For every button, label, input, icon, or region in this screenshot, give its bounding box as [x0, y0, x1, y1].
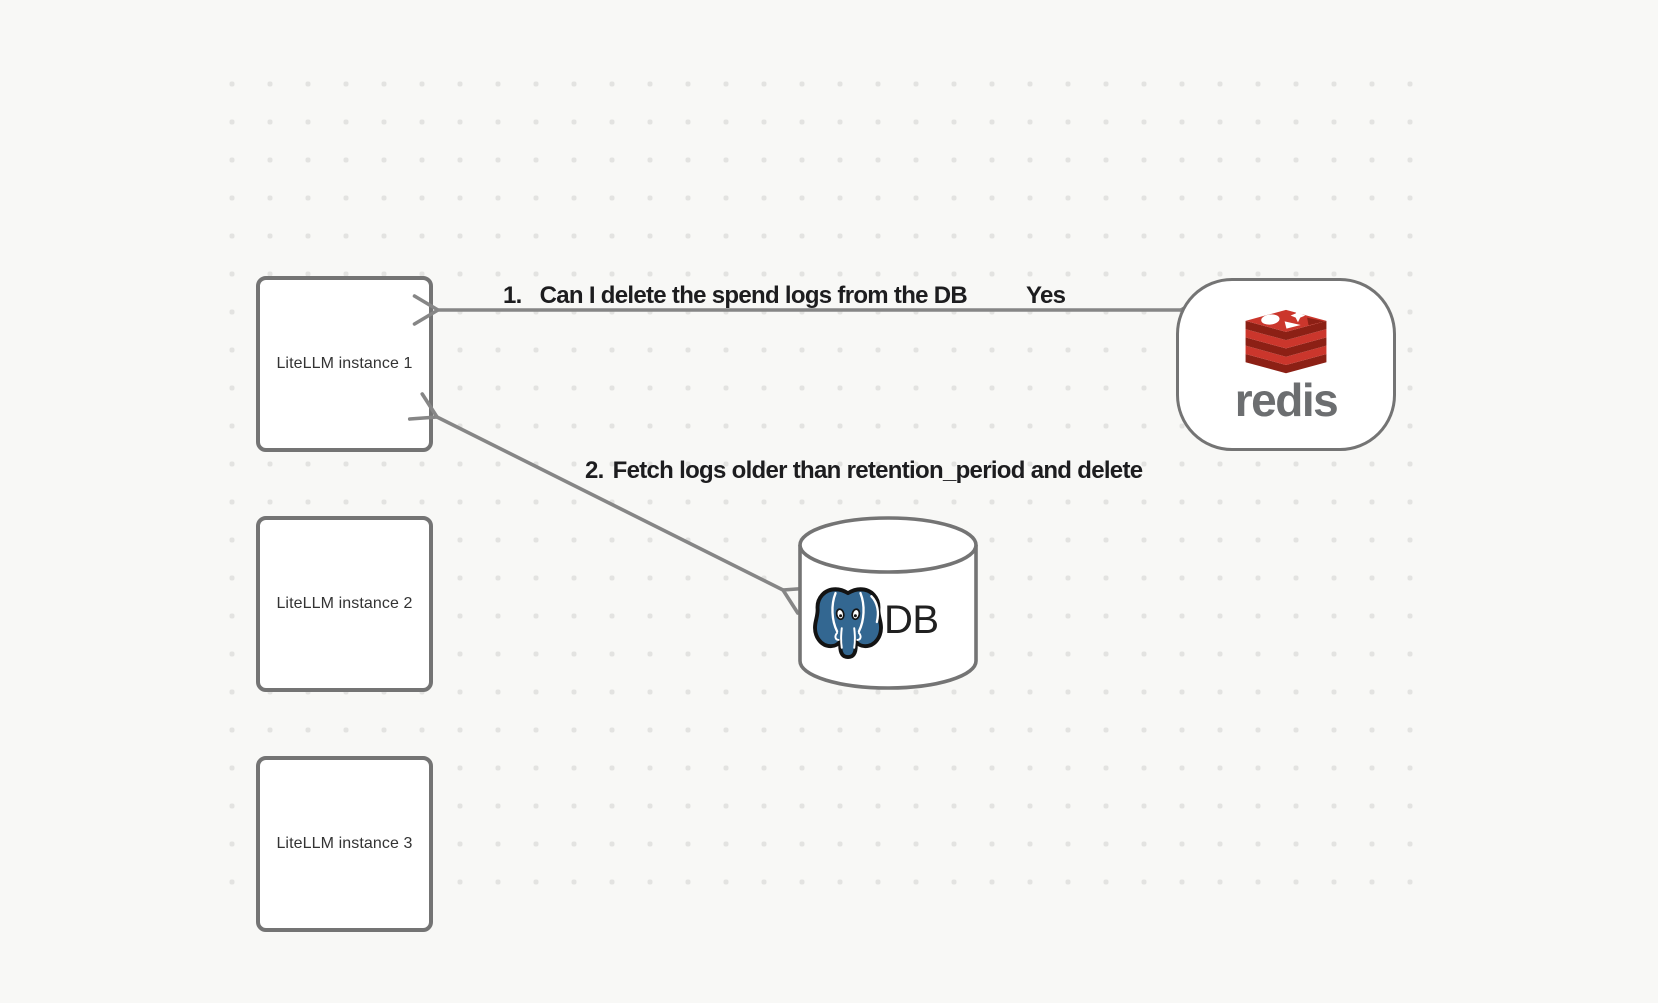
edge-number: 1. [503, 282, 522, 309]
edge-number: 2. [585, 457, 604, 484]
node-label: LiteLLM instance 3 [276, 835, 413, 852]
node-litellm-instance-3[interactable]: LiteLLM instance 3 [256, 756, 433, 932]
edge-text: Fetch logs older than retention_period a… [612, 457, 1143, 484]
edge-1-answer[interactable]: Yes [1026, 282, 1066, 309]
arrow-2-diagonal[interactable] [407, 392, 813, 615]
node-label: LiteLLM instance 1 [276, 355, 413, 372]
node-litellm-instance-2[interactable]: LiteLLM instance 2 [256, 516, 433, 692]
node-label: LiteLLM instance 2 [276, 595, 413, 612]
edge-text: Can I delete the spend logs from the DB [539, 282, 968, 309]
edge-2-label[interactable]: 2. Fetch logs older than retention_perio… [585, 457, 1143, 484]
node-redis[interactable]: redis [1176, 278, 1396, 451]
edge-1-label[interactable]: 1. Can I delete the spend logs from the … [503, 282, 968, 309]
redis-wordmark: redis [1234, 373, 1339, 426]
redis-logo-icon [1245, 308, 1327, 373]
node-litellm-instance-1[interactable]: LiteLLM instance 1 [256, 276, 433, 452]
postgres-elephant-icon [813, 587, 883, 660]
db-label: DB [884, 598, 939, 642]
